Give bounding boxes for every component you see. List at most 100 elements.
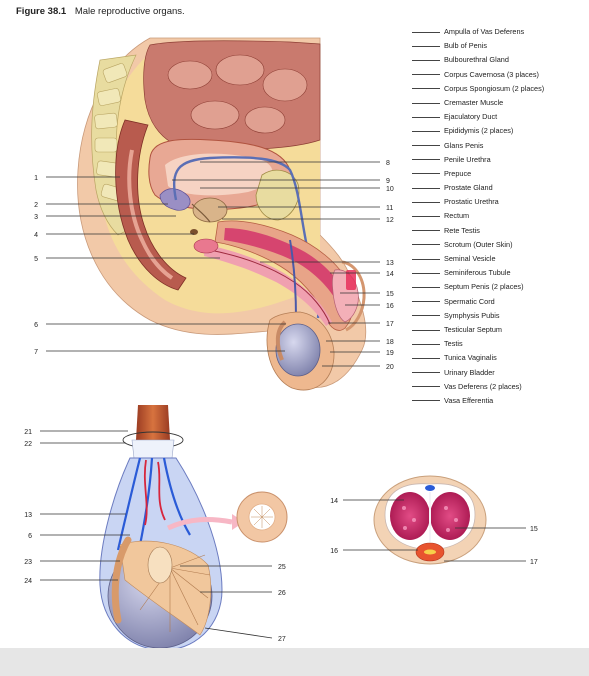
testis — [275, 323, 321, 377]
term-item: Bulb of Penis — [412, 39, 544, 53]
callout-3: 3 — [34, 214, 38, 221]
page-footer-band — [0, 648, 589, 676]
answer-blank[interactable] — [412, 116, 440, 118]
corpus-spongiosum — [204, 244, 332, 326]
term-item: Urinary Bladder — [412, 366, 544, 380]
answer-blank[interactable] — [412, 244, 440, 246]
callout-10: 10 — [386, 186, 394, 193]
answer-blank[interactable] — [412, 315, 440, 317]
term-label: Scrotum (Outer Skin) — [444, 239, 513, 249]
term-item: Tunica Vaginalis — [412, 351, 544, 365]
term-item: Ampulla of Vas Deferens — [412, 25, 544, 39]
term-item: Spermatic Cord — [412, 295, 544, 309]
term-item: Testicular Septum — [412, 323, 544, 337]
term-item: Rete Testis — [412, 224, 544, 238]
answer-blank[interactable] — [412, 343, 440, 345]
callout-22: 22 — [24, 441, 32, 448]
term-label: Testicular Septum — [444, 324, 502, 334]
answer-blank[interactable] — [412, 286, 440, 288]
answer-blank[interactable] — [412, 173, 440, 175]
answer-blank[interactable] — [412, 159, 440, 161]
callout-23: 23 — [24, 559, 32, 566]
callouts-sagittal-right: 8 9 10 11 12 13 14 15 16 17 18 19 20 — [172, 160, 394, 371]
term-label: Prostate Gland — [444, 183, 493, 193]
term-label: Epididymis (2 places) — [444, 126, 514, 136]
callout-11: 11 — [386, 205, 393, 212]
term-label: Seminiferous Tubule — [444, 268, 511, 278]
term-label: Rete Testis — [444, 225, 480, 235]
term-label: Urinary Bladder — [444, 367, 495, 377]
answer-blank[interactable] — [412, 400, 440, 402]
bulbourethral-gland — [190, 229, 198, 235]
callout-1: 1 — [34, 175, 38, 182]
answer-blank[interactable] — [412, 216, 440, 218]
callout-17: 17 — [386, 321, 394, 328]
term-label: Vasa Efferentia — [444, 395, 494, 405]
callout-2: 2 — [34, 202, 38, 209]
callout-21: 21 — [24, 429, 32, 436]
answer-blank[interactable] — [412, 272, 440, 274]
callout-8: 8 — [386, 160, 390, 167]
answer-blank[interactable] — [412, 187, 440, 189]
callout-17-section: 17 — [530, 559, 538, 566]
answer-blank[interactable] — [412, 74, 440, 76]
penis-cross-section — [373, 475, 487, 565]
spermatic-cord-top — [136, 405, 170, 440]
answer-blank[interactable] — [412, 386, 440, 388]
callout-14-section: 14 — [330, 498, 338, 505]
term-label: Seminal Vesicle — [444, 254, 496, 263]
testicular-artery — [143, 459, 166, 526]
answer-blank[interactable] — [412, 258, 440, 260]
callout-9: 9 — [386, 178, 390, 185]
answer-blank[interactable] — [412, 357, 440, 359]
answer-blank[interactable] — [412, 301, 440, 303]
rectum — [115, 119, 187, 291]
answer-blank[interactable] — [412, 145, 440, 147]
rete-testis — [147, 546, 173, 584]
answer-blank[interactable] — [412, 130, 440, 132]
callout-25: 25 — [278, 564, 286, 571]
callout-7: 7 — [34, 349, 38, 356]
callout-6-detail: 6 — [28, 533, 32, 540]
symphysis-pubis — [255, 169, 300, 221]
answer-blank[interactable] — [412, 329, 440, 331]
sagittal-section — [77, 37, 367, 391]
term-label: Symphysis Pubis — [444, 310, 500, 320]
term-label: Vas Deferens (2 places) — [444, 381, 522, 391]
term-item: Glans Penis — [412, 139, 544, 153]
term-item: Bulbourethral Gland — [412, 53, 544, 67]
term-label: Corpus Cavernosa (3 places) — [444, 69, 539, 79]
callout-27: 27 — [278, 636, 286, 643]
answer-blank[interactable] — [412, 201, 440, 203]
term-item: Seminiferous Tubule — [412, 266, 544, 280]
answer-blank[interactable] — [412, 230, 440, 232]
term-label: Tunica Vaginalis — [444, 353, 497, 363]
answer-blank[interactable] — [412, 372, 440, 374]
term-label: Spermatic Cord — [444, 296, 495, 306]
callout-19: 19 — [386, 350, 394, 357]
answer-blank[interactable] — [412, 102, 440, 104]
answer-blank[interactable] — [412, 88, 440, 90]
term-item: Symphysis Pubis — [412, 309, 544, 323]
ejaculatory-duct — [191, 203, 211, 223]
term-item: Ejaculatory Duct — [412, 110, 544, 124]
answer-blank[interactable] — [412, 45, 440, 47]
callout-13-detail: 13 — [24, 512, 32, 519]
callout-20: 20 — [386, 364, 394, 371]
answer-blank[interactable] — [412, 31, 440, 33]
term-item: Rectum — [412, 209, 544, 223]
term-label: Prepuce — [444, 168, 472, 178]
term-label: Bulb of Penis — [444, 41, 487, 51]
term-label: Cremaster Muscle — [444, 97, 504, 107]
term-item: Epididymis (2 places) — [412, 124, 544, 138]
callout-5: 5 — [34, 256, 38, 263]
epididymis-detail — [111, 536, 132, 624]
dorsal-vein — [425, 485, 435, 491]
answer-blank[interactable] — [412, 59, 440, 61]
callouts-sagittal-left: 1 2 3 4 5 6 7 — [34, 175, 286, 356]
cremaster-muscle — [131, 439, 175, 459]
callout-15-section: 15 — [530, 526, 538, 533]
spermatic-cord — [289, 239, 297, 319]
